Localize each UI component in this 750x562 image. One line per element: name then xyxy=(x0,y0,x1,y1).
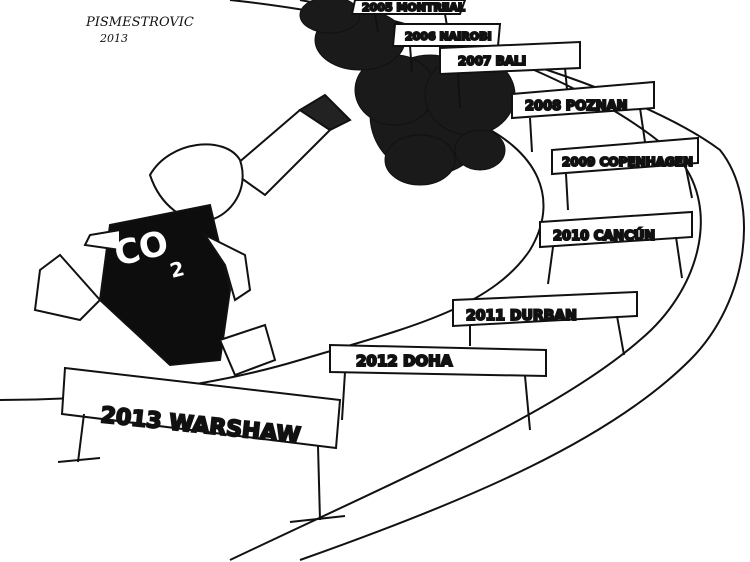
hurdle-2009: 2009 COPENHAGEN xyxy=(551,136,699,211)
artist-signature: PISMESTROVIC 2013 xyxy=(85,15,194,45)
signature-name: PISMESTROVIC xyxy=(85,15,194,30)
hurdle-2008: 2008 POZNAN xyxy=(511,80,655,153)
runner-front-arm xyxy=(202,232,252,302)
smoke-cloud xyxy=(299,0,516,186)
hurdle-2007: 2007 BALI xyxy=(439,40,581,109)
hurdle-2010-label: 2010 CANCÚN xyxy=(553,228,655,244)
hurdle-2009-label: 2009 COPENHAGEN xyxy=(562,155,693,169)
signature-year: 2013 xyxy=(99,32,128,45)
co2-runner xyxy=(33,93,352,377)
hurdle-2011: 2011 DURBAN xyxy=(452,290,638,356)
runner-back-leg xyxy=(33,253,102,322)
runner-back-arm xyxy=(83,228,121,252)
hurdle-2012: 2012 DOHA xyxy=(329,343,547,431)
hurdle-2013: 2013 WARSHAW xyxy=(57,366,346,523)
chimney-arm xyxy=(228,108,332,197)
runner-front-leg xyxy=(218,323,277,377)
hurdle-2007-label: 2007 BALI xyxy=(458,54,526,68)
hurdle-2005-label: 2005 MONTREAL xyxy=(362,1,465,14)
hurdle-2008-label: 2008 POZNAN xyxy=(525,99,628,114)
runner-shirt xyxy=(98,203,232,367)
hurdle-2012-label: 2012 DOHA xyxy=(356,352,453,370)
hurdle-2011-label: 2011 DURBAN xyxy=(466,308,577,324)
hurdle-2005: 2005 MONTREAL xyxy=(350,0,467,33)
chimney-top xyxy=(298,93,352,132)
hurdle-2010: 2010 CANCÚN xyxy=(539,210,693,285)
shirt-subscript-text: 2 xyxy=(167,256,186,283)
hurdle-2006: 2006 NAIROBI xyxy=(391,23,502,73)
hurdle-2006-label: 2006 NAIROBI xyxy=(405,30,492,43)
